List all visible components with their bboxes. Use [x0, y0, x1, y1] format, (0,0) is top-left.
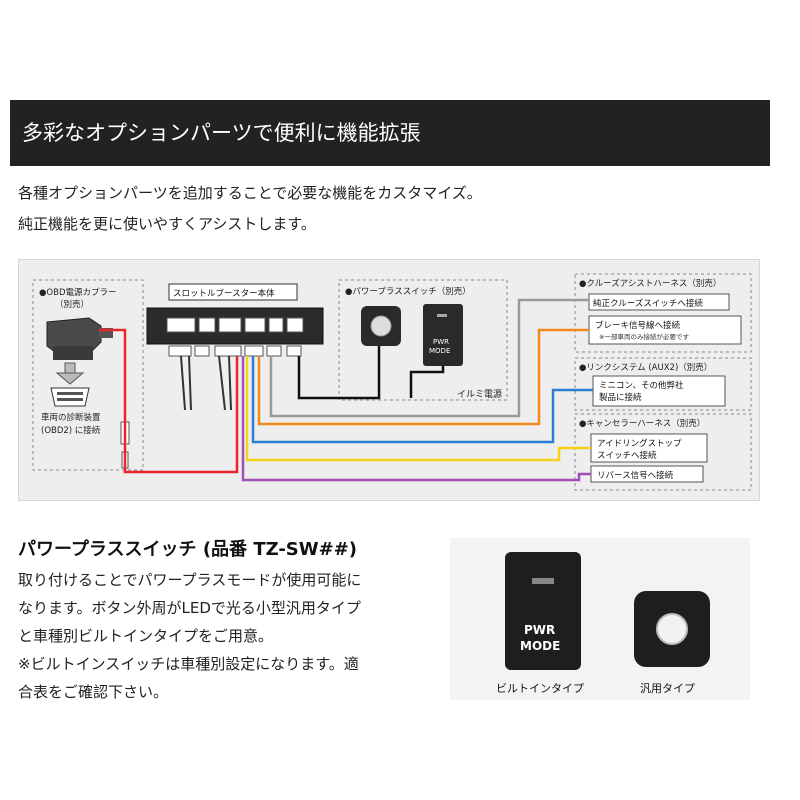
product-photo: PWR MODE ビルトインタイプ 汎用タイプ	[450, 538, 750, 700]
product-heading: パワープラススイッチ (品番 TZ-SW##)	[18, 539, 358, 560]
cancel-item-1-box	[590, 433, 708, 463]
cancel-item-2: リバース信号へ接続	[597, 470, 674, 481]
cruise-item-2-note: ※一部車両のみ接続が必要です	[599, 332, 689, 341]
cruise-item-2-box	[588, 315, 742, 345]
wires	[99, 298, 593, 482]
unit-label: スロットルブースター本体	[173, 288, 275, 299]
cruise-item-1-box	[588, 293, 730, 311]
generic-switch-photo	[634, 591, 710, 667]
unit-loose-wires	[180, 355, 232, 411]
intro-line-1: 各種オプションパーツを追加することで必要な機能をカスタマイズ。	[18, 184, 482, 202]
switch-face-2: MODE	[429, 347, 450, 355]
cancel-item-1a: アイドリングストップ	[597, 438, 682, 449]
cruise-title: ●クルーズアシストハーネス（別売）	[579, 278, 721, 289]
banner-title: 多彩なオプションパーツで便利に機能拡張	[22, 121, 421, 145]
generic-caption: 汎用タイプ	[640, 682, 695, 695]
desc-line-2: なります。ボタン外周がLEDで光る小型汎用タイプ	[18, 599, 361, 617]
desc-line-4: ※ビルトインスイッチは車種別設定になります。適	[18, 655, 359, 673]
switch-section-box	[338, 279, 508, 401]
wire-black	[297, 346, 381, 400]
builtin-switch-photo: PWR MODE	[505, 552, 581, 670]
wiring-diagram: ●OBD電源カプラー （別売） 車両の診断装置 (OBD2) に接続 スロットル…	[18, 259, 760, 501]
product-description: 取り付けることでパワープラスモードが使用可能に なります。ボタン外周がLEDで光…	[18, 566, 438, 706]
obd-note-1: 車両の診断装置	[41, 412, 101, 423]
desc-line-5: 合表をご確認下さい。	[18, 683, 169, 701]
wire-purple	[241, 356, 591, 482]
obd-title-1: ●OBD電源カプラー	[39, 288, 116, 298]
throttle-booster-unit	[146, 307, 324, 357]
cruise-section-box	[574, 273, 752, 353]
section-banner: 多彩なオプションパーツで便利に機能拡張	[10, 100, 770, 166]
wire-orange	[257, 328, 589, 426]
product-photo-svg: PWR MODE	[505, 552, 710, 670]
builtin-face-1: PWR	[524, 623, 555, 637]
unit-label-box	[168, 283, 298, 301]
link-item-1b: 製品に接続	[599, 392, 642, 403]
builtin-caption: ビルトインタイプ	[496, 682, 584, 695]
cancel-item-1b: スイッチへ接続	[597, 450, 657, 461]
obd-port-icon	[50, 387, 90, 407]
wire-black-2	[409, 366, 445, 398]
obd-section-box	[32, 279, 144, 471]
obd-connector-icon	[46, 317, 113, 360]
arrow-down-icon	[55, 362, 85, 385]
builtin-switch-icon: PWR MODE	[423, 304, 463, 366]
cancel-title: ●キャンセラーハーネス（別売）	[579, 418, 705, 429]
builtin-face-2: MODE	[520, 639, 560, 653]
wire-yellow	[245, 356, 591, 462]
wire-blue	[251, 356, 593, 444]
link-item-1a: ミニコン、その他弊社	[599, 380, 684, 391]
switch-face-1: PWR	[433, 338, 449, 346]
obd-title-2: （別売）	[55, 299, 89, 310]
desc-line-3: と車種別ビルトインタイプをご用意。	[18, 627, 274, 645]
cruise-item-2: ブレーキ信号線へ接続	[595, 320, 681, 331]
illumi-label: イルミ電源	[457, 389, 502, 400]
obd-note-2: (OBD2) に接続	[41, 425, 101, 436]
wiring-diagram-svg: ●OBD電源カプラー （別売） 車両の診断装置 (OBD2) に接続 スロットル…	[32, 273, 752, 491]
intro-text: 各種オプションパーツを追加することで必要な機能をカスタマイズ。 純正機能を更に使…	[18, 178, 482, 240]
generic-switch-icon	[361, 306, 401, 346]
intro-line-2: 純正機能を更に使いやすくアシストします。	[18, 215, 316, 233]
link-title: ●リンクシステム (AUX2)（別売）	[579, 362, 712, 373]
wire-red	[99, 328, 239, 474]
cruise-item-1: 純正クルーズスイッチへ接続	[593, 298, 703, 309]
link-item-box	[592, 375, 726, 407]
wire-gray	[269, 298, 589, 418]
switch-label: ●パワープラススイッチ（別売）	[345, 286, 471, 297]
desc-line-1: 取り付けることでパワープラスモードが使用可能に	[18, 571, 362, 589]
